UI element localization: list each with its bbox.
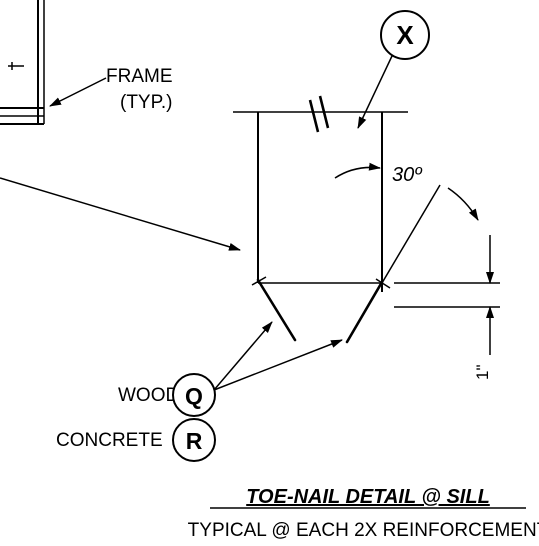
sill-plate bbox=[258, 282, 500, 308]
toe-nails bbox=[251, 276, 391, 344]
detail-title-block: TOE-NAIL DETAIL @ SILL TYPICAL @ EACH 2X… bbox=[188, 486, 539, 541]
frame-label-line2: (TYP.) bbox=[120, 92, 172, 113]
frame-label-line1: FRAME bbox=[106, 66, 173, 87]
concrete-tag-letter: R bbox=[186, 428, 203, 454]
stud-section bbox=[233, 95, 408, 283]
angle-label: 30º bbox=[392, 164, 423, 186]
frame-callout: FRAME (TYP.) bbox=[49, 66, 173, 113]
concrete-label: CONCRETE bbox=[56, 430, 163, 451]
frame-elevation-fragment bbox=[0, 0, 45, 125]
long-leader-arrow bbox=[0, 177, 241, 251]
one-inch-dimension: 1" bbox=[473, 235, 494, 381]
detail-subtitle: TYPICAL @ EACH 2X REINFORCEMENT bbox=[188, 520, 539, 541]
detail-ref-letter: X bbox=[396, 20, 414, 50]
wood-tag-letter: Q bbox=[185, 383, 203, 409]
wood-label: WOOD bbox=[118, 385, 179, 406]
dimension-label: 1" bbox=[473, 365, 492, 381]
detail-ref-tag-x: X bbox=[357, 10, 430, 129]
detail-title: TOE-NAIL DETAIL @ SILL bbox=[246, 486, 490, 508]
material-tags: WOOD Q CONCRETE R bbox=[56, 321, 343, 462]
angle-dimension: 30º bbox=[334, 162, 479, 284]
